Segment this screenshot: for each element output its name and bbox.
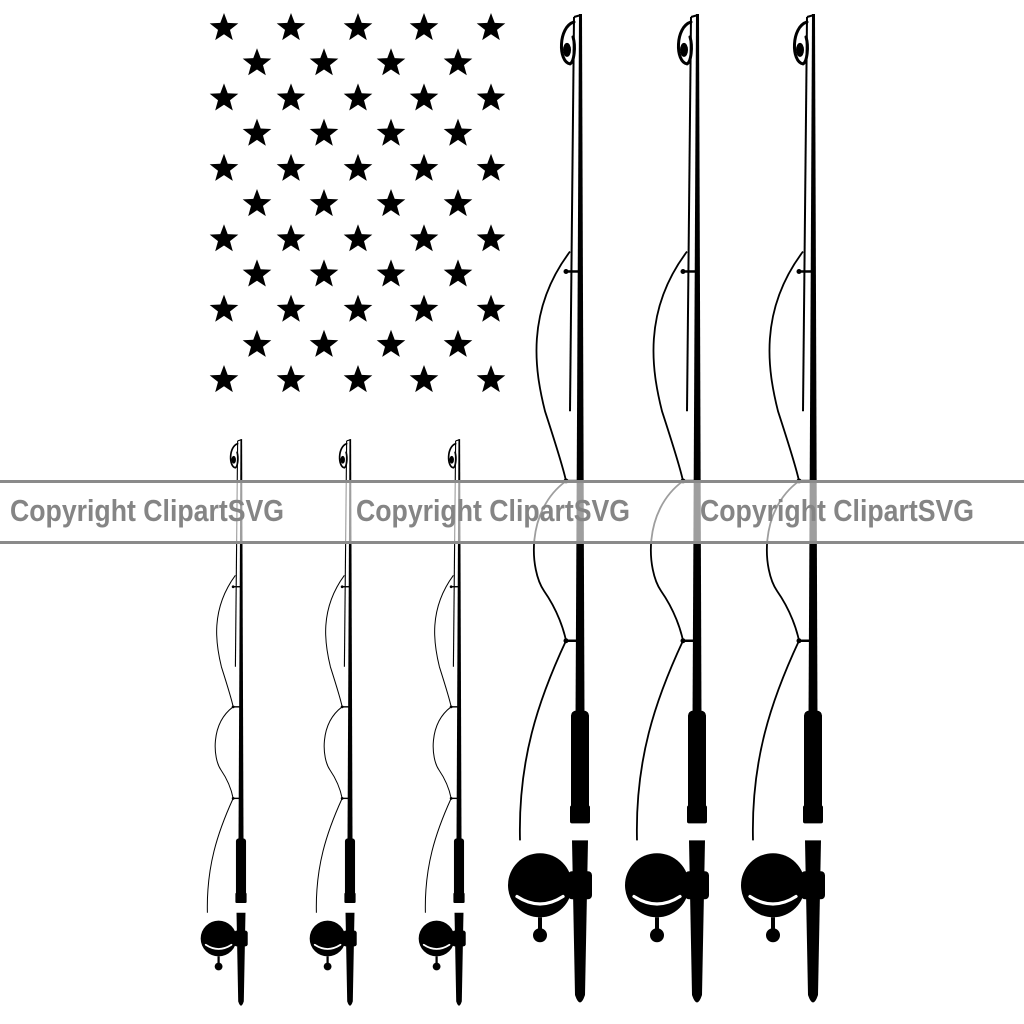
fishing-reel-icon xyxy=(418,920,466,971)
star-icon xyxy=(209,294,239,322)
star-icon xyxy=(443,118,473,146)
star-icon xyxy=(209,224,239,252)
star-icon xyxy=(376,48,406,76)
star-icon xyxy=(276,83,306,111)
star-icon xyxy=(242,48,272,76)
star-icon xyxy=(443,259,473,287)
star-icon xyxy=(409,224,439,252)
star-icon xyxy=(409,153,439,181)
star-icon xyxy=(409,294,439,322)
star-icon xyxy=(209,153,239,181)
star-icon xyxy=(376,189,406,217)
star-icon xyxy=(309,118,339,146)
star-icon xyxy=(443,189,473,217)
fishing-reel-icon xyxy=(309,920,357,971)
star-icon xyxy=(209,365,239,393)
star-icon xyxy=(276,224,306,252)
star-icon xyxy=(443,329,473,357)
star-icon xyxy=(209,83,239,111)
star-field xyxy=(209,13,506,393)
fishing-rod-stripes xyxy=(200,13,825,1006)
star-icon xyxy=(476,13,506,41)
fishing-reel-icon xyxy=(200,920,248,971)
star-icon xyxy=(309,48,339,76)
star-icon xyxy=(276,294,306,322)
star-icon xyxy=(409,83,439,111)
star-icon xyxy=(276,153,306,181)
watermark-text: Copyright ClipartSVG xyxy=(700,493,975,528)
watermark-band xyxy=(0,480,1024,544)
star-icon xyxy=(343,224,373,252)
star-icon xyxy=(209,13,239,41)
star-icon xyxy=(276,13,306,41)
fishing-reel-icon xyxy=(508,853,592,943)
watermark-text: Copyright ClipartSVG xyxy=(10,493,285,528)
star-icon xyxy=(343,365,373,393)
fishing-reel-icon xyxy=(625,853,709,943)
star-icon xyxy=(409,365,439,393)
star-icon xyxy=(376,329,406,357)
star-icon xyxy=(343,13,373,41)
star-icon xyxy=(409,13,439,41)
star-icon xyxy=(276,365,306,393)
star-icon xyxy=(376,118,406,146)
fishing-rod-icon xyxy=(200,439,248,1006)
star-icon xyxy=(443,48,473,76)
watermark-text: Copyright ClipartSVG xyxy=(356,493,631,528)
star-icon xyxy=(476,224,506,252)
star-icon xyxy=(343,294,373,322)
star-icon xyxy=(242,118,272,146)
fishing-rod-icon xyxy=(309,439,357,1006)
star-icon xyxy=(376,259,406,287)
star-icon xyxy=(343,153,373,181)
star-icon xyxy=(309,329,339,357)
star-icon xyxy=(242,329,272,357)
star-icon xyxy=(242,259,272,287)
star-icon xyxy=(476,294,506,322)
fishing-reel-icon xyxy=(741,853,825,943)
star-icon xyxy=(476,83,506,111)
star-icon xyxy=(476,153,506,181)
star-icon xyxy=(343,83,373,111)
star-icon xyxy=(476,365,506,393)
star-icon xyxy=(242,189,272,217)
star-icon xyxy=(309,189,339,217)
star-icon xyxy=(309,259,339,287)
